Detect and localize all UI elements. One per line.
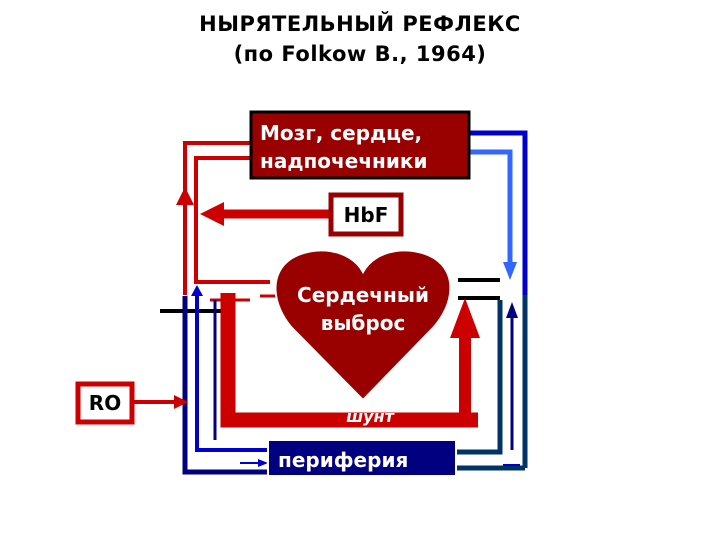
left-red-vessels <box>176 141 330 302</box>
periphery-box: периферия <box>267 439 457 477</box>
heart-output-arrow-icon <box>450 298 480 338</box>
right-arrow-icon <box>258 459 268 467</box>
down-arrow-icon <box>503 262 517 280</box>
heart-shape: Сердечный выброс <box>274 249 452 402</box>
periphery-label: периферия <box>278 448 408 472</box>
hbf-label: HbF <box>344 203 389 227</box>
page-subtitle: (по Folkow B., 1964) <box>233 42 487 66</box>
up-arrow-icon <box>506 302 518 318</box>
shunt-loop: шунт <box>220 293 480 428</box>
shunt-label: шунт <box>346 407 395 426</box>
left-arrow-icon <box>200 202 224 226</box>
heart-label-line2: выброс <box>321 311 406 335</box>
right-vessels <box>455 130 528 471</box>
brain-box: Мозг, сердце, надпочечники <box>249 110 471 180</box>
brain-box-line2: надпочечники <box>260 149 427 173</box>
heart-label-line1: Сердечный <box>297 283 429 307</box>
hbf-box: HbF <box>328 192 404 237</box>
page-title: НЫРЯТЕЛЬНЫЙ РЕФЛЕКС <box>199 12 521 36</box>
ro-arrow-icon <box>174 395 188 409</box>
ro-label: RO <box>89 391 121 415</box>
brain-box-line1: Мозг, сердце, <box>260 121 422 145</box>
ro-box: RO <box>75 381 188 425</box>
left-blue-vessels <box>182 285 272 475</box>
